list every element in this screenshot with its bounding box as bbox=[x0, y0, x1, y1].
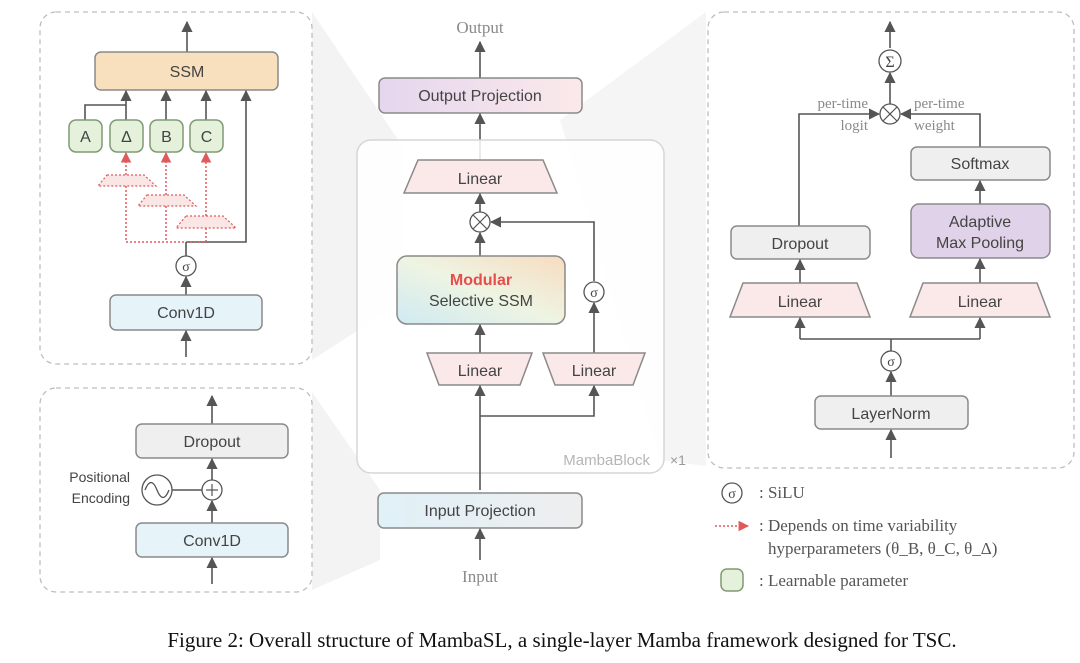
svg-text:Modular: Modular bbox=[450, 272, 512, 289]
figure-caption: Figure 2: Overall structure of MambaSL, … bbox=[167, 628, 956, 652]
svg-text:: SiLU: : SiLU bbox=[759, 483, 805, 502]
svg-text:Selective SSM: Selective SSM bbox=[429, 293, 533, 310]
svg-text:B: B bbox=[161, 129, 172, 146]
svg-text:: Depends on time variability: : Depends on time variability bbox=[759, 516, 958, 535]
svg-text:Adaptive: Adaptive bbox=[949, 214, 1011, 231]
linear-left-box bbox=[425, 352, 534, 386]
linear-top-box bbox=[402, 159, 559, 194]
selective-ssm-panel: SSM A Δ B C bbox=[39, 11, 313, 365]
svg-text:Output Projection: Output Projection bbox=[418, 88, 542, 105]
param-C: C bbox=[189, 119, 224, 153]
svg-text:Linear: Linear bbox=[458, 171, 503, 188]
main-pipeline: Output Output Projection MambaBlock ×1 L… bbox=[356, 18, 686, 586]
svg-text:Linear: Linear bbox=[458, 363, 503, 380]
svg-text:C: C bbox=[201, 129, 213, 146]
svg-text:Linear: Linear bbox=[778, 294, 823, 311]
svg-text:Linear: Linear bbox=[572, 363, 617, 380]
mambablock-label: MambaBlock bbox=[563, 452, 650, 469]
svg-text:hyperparameters (θ_B, θ_C, θ_Δ: hyperparameters (θ_B, θ_C, θ_Δ) bbox=[768, 539, 997, 558]
svg-text:Conv1D: Conv1D bbox=[157, 305, 215, 322]
dotted-projections bbox=[96, 151, 238, 243]
svg-text:Dropout: Dropout bbox=[184, 434, 241, 451]
input-label: Input bbox=[462, 567, 498, 586]
ssm-label: SSM bbox=[170, 64, 205, 81]
svg-text:σ: σ bbox=[887, 355, 895, 370]
svg-text:Softmax: Softmax bbox=[951, 156, 1010, 173]
svg-text:Positional: Positional bbox=[69, 469, 130, 485]
svg-text:weight: weight bbox=[914, 118, 956, 134]
linear-right-box bbox=[541, 352, 647, 386]
head-panel: Σ per-time logit per-time weight Softmax… bbox=[707, 11, 1075, 469]
svg-text:Input Projection: Input Projection bbox=[424, 503, 535, 520]
param-A: A bbox=[68, 119, 103, 153]
legend-learnable: : Learnable parameter bbox=[720, 568, 908, 592]
svg-text:σ: σ bbox=[182, 260, 190, 275]
modular-selective-ssm-box bbox=[396, 255, 566, 325]
legend: σ : SiLU : Depends on time variability h… bbox=[715, 482, 997, 592]
linear-head-left-box bbox=[728, 282, 872, 318]
svg-text:logit: logit bbox=[840, 118, 868, 134]
svg-text:Max Pooling: Max Pooling bbox=[936, 235, 1024, 252]
zoom-wedge-left-bottom bbox=[312, 392, 380, 590]
svg-text:Encoding: Encoding bbox=[72, 490, 130, 506]
svg-text:Conv1D: Conv1D bbox=[183, 533, 241, 550]
svg-text:per-time: per-time bbox=[817, 96, 868, 112]
param-B: B bbox=[149, 119, 184, 153]
svg-text:Σ: Σ bbox=[885, 54, 894, 71]
linear-head-right-box bbox=[908, 282, 1052, 318]
param-delta: Δ bbox=[109, 119, 144, 153]
svg-text:Dropout: Dropout bbox=[772, 236, 829, 253]
svg-text:LayerNorm: LayerNorm bbox=[851, 406, 930, 423]
svg-text:A: A bbox=[80, 129, 91, 146]
svg-text:: Learnable parameter: : Learnable parameter bbox=[759, 571, 908, 590]
legend-dotted-arrow: : Depends on time variability hyperparam… bbox=[715, 516, 997, 558]
svg-text:Linear: Linear bbox=[958, 294, 1003, 311]
output-label: Output bbox=[456, 18, 504, 37]
legend-silu: σ : SiLU bbox=[721, 482, 805, 504]
ssm-box bbox=[94, 51, 279, 91]
svg-text:Δ: Δ bbox=[121, 129, 132, 146]
repeat-count: ×1 bbox=[670, 452, 686, 468]
svg-text:per-time: per-time bbox=[914, 96, 965, 112]
svg-text:σ: σ bbox=[728, 487, 736, 502]
embedding-panel: Dropout Positional Encoding Conv1D bbox=[39, 387, 313, 593]
svg-text:σ: σ bbox=[590, 286, 598, 301]
